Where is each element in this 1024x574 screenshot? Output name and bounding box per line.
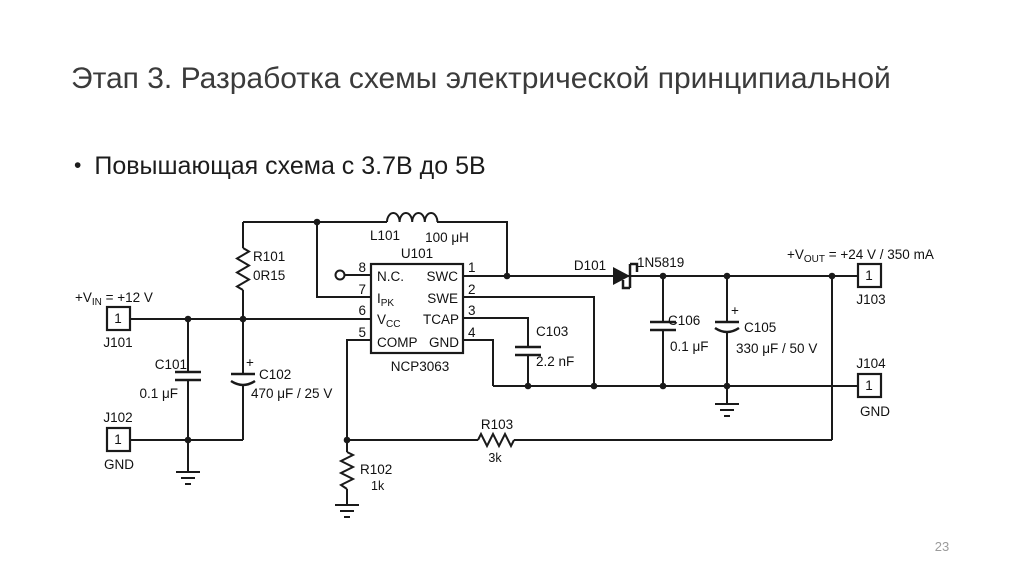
- connector-j102: 1 J102 GND: [103, 410, 134, 472]
- diode-d101: D101 1N5819: [574, 255, 684, 290]
- diode-triangle-icon: [613, 267, 630, 285]
- ic-part: NCP3063: [391, 359, 450, 374]
- resistor-r103: R103 3k: [477, 417, 515, 465]
- pin-number: 2: [468, 282, 476, 297]
- pin-name-tcap: TCAP: [423, 312, 459, 327]
- page-number: 23: [934, 539, 950, 554]
- connector-j104: 1 J104 GND: [856, 356, 890, 419]
- resistor-value: 0R15: [253, 268, 285, 283]
- ground-symbol: [176, 471, 200, 485]
- connector-net-label: GND: [104, 457, 134, 472]
- connector-net-label: GND: [860, 404, 890, 419]
- diode-ref: D101: [574, 258, 606, 273]
- resistor-r101: R101 0R15: [235, 247, 285, 291]
- connector-box: [856, 372, 883, 399]
- capacitor-value: 330 μF / 50 V: [736, 341, 817, 356]
- connector-box: [105, 305, 132, 332]
- inductor-l101: L101 100 μH: [370, 212, 469, 245]
- ic-u101: U101 NCP3063 8 7 6 5 1 2 3 4 N.C. IPK VC…: [334, 246, 476, 374]
- capacitor-plates-icon: [650, 320, 676, 332]
- diode-cathode-icon: [621, 262, 639, 290]
- polarity-plus-icon: +: [246, 355, 254, 370]
- pin-name-swe: SWE: [427, 291, 458, 306]
- connector-ref: J101: [103, 335, 132, 350]
- capacitor-c102: + C102 470 μF / 25 V: [230, 355, 332, 401]
- resistor-r102: R102 1k: [338, 451, 392, 493]
- pin-number: 8: [358, 260, 366, 275]
- junction-dots: [184, 218, 836, 444]
- bullet-text: Повышающая схема с 3.7В до 5В: [94, 152, 486, 180]
- bullet-item: • Повышающая схема с 3.7В до 5В: [74, 152, 486, 181]
- capacitor-plates-icon: [515, 345, 541, 357]
- resistor-ref: R101: [253, 249, 285, 264]
- inductor-value: 100 μH: [425, 230, 469, 245]
- capacitor-ref: C102: [259, 367, 291, 382]
- connector-j103: 1 +VOUT = +24 V / 350 mA J103: [787, 247, 934, 307]
- bullet-icon: •: [74, 154, 82, 177]
- connector-pin: 1: [114, 311, 122, 326]
- capacitor-value: 0.1 μF: [139, 386, 178, 401]
- capacitor-value: 0.1 μF: [670, 339, 709, 354]
- pin-number: 6: [358, 303, 366, 318]
- resistor-zigzag-icon: [338, 451, 356, 490]
- connector-pin: 1: [865, 268, 873, 283]
- ic-ref: U101: [401, 246, 433, 261]
- resistor-value: 1k: [371, 479, 385, 493]
- pin-name-vcc: VCC: [377, 312, 400, 330]
- connector-ref: J103: [856, 292, 885, 307]
- connector-ref: J104: [856, 356, 886, 371]
- vout-label: +VOUT = +24 V / 350 mA: [787, 247, 934, 265]
- capacitor-plates-icon: [175, 370, 201, 382]
- connector-box: [856, 262, 883, 289]
- capacitor-value: 470 μF / 25 V: [251, 386, 332, 401]
- pin-name-nc: N.C.: [377, 269, 404, 284]
- inductor-ref: L101: [370, 228, 400, 243]
- connector-box: [105, 426, 132, 453]
- pin-name-ipk: IPK: [377, 291, 394, 309]
- resistor-ref: R103: [481, 417, 513, 432]
- capacitor-ref: C106: [668, 313, 700, 328]
- pin-name-comp: COMP: [377, 335, 418, 350]
- capacitor-c101: C101 0.1 μF: [139, 357, 201, 401]
- capacitor-value: 2.2 nF: [536, 354, 574, 369]
- page-title: Этап 3. Разработка схемы электрической п…: [71, 62, 891, 95]
- capacitor-plates-icon: [230, 372, 256, 387]
- connector-j101: 1 +VIN = +12 V J101: [75, 290, 153, 350]
- capacitor-ref: C103: [536, 324, 568, 339]
- capacitor-plates-icon: [714, 320, 740, 334]
- pin-number: 1: [468, 260, 476, 275]
- resistor-zigzag-icon: [235, 247, 251, 291]
- pin-name-swc: SWC: [427, 269, 459, 284]
- connector-pin: 1: [114, 432, 122, 447]
- nc-terminal-icon: [334, 269, 346, 281]
- pin-name-gnd: GND: [429, 335, 459, 350]
- pin-number: 3: [468, 303, 476, 318]
- ground-symbol: [715, 403, 739, 417]
- pin-number: 7: [358, 282, 366, 297]
- resistor-value: 3k: [488, 451, 502, 465]
- polarity-plus-icon: +: [731, 303, 739, 318]
- capacitor-ref: C105: [744, 320, 776, 335]
- pin-number: 5: [358, 325, 366, 340]
- vin-label: +VIN = +12 V: [75, 290, 153, 308]
- connector-pin: 1: [865, 378, 873, 393]
- resistor-ref: R102: [360, 462, 392, 477]
- resistor-zigzag-icon: [477, 431, 515, 449]
- ic-body: [369, 262, 465, 355]
- connector-ref: J102: [103, 410, 132, 425]
- capacitor-c103: C103 2.2 nF: [515, 324, 574, 369]
- pin-number: 4: [468, 325, 476, 340]
- inductor-coil-icon: [386, 212, 439, 223]
- capacitor-c105: + C105 330 μF / 50 V: [714, 303, 817, 356]
- diode-part: 1N5819: [637, 255, 684, 270]
- capacitor-ref: C101: [155, 357, 187, 372]
- ground-symbol: [335, 504, 359, 518]
- capacitor-c106: C106 0.1 μF: [650, 313, 709, 354]
